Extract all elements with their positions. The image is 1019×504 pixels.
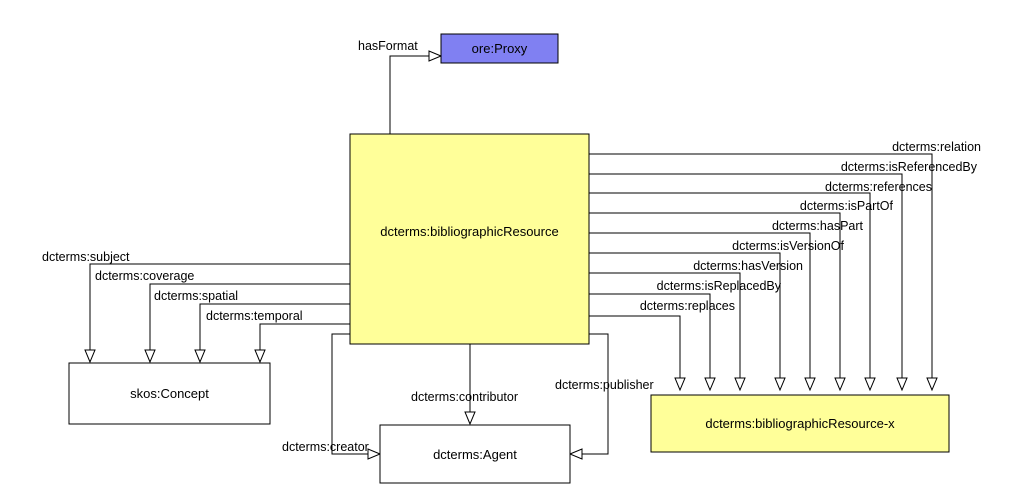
node-proxy-box [440,33,559,64]
arrow-has-part [804,377,816,392]
edge-has-format [389,55,430,134]
edge-replaces [589,315,681,378]
label-contributor: dcterms:contributor [411,390,518,404]
arrow-has-format [428,50,443,62]
node-bibliographic-resource-x-label: dcterms:bibliographicResource-x [705,416,895,431]
node-skos-concept-box [68,362,271,425]
edge-spatial [199,303,350,350]
label-temporal: dcterms:temporal [206,309,303,323]
node-proxy[interactable]: ore:Proxy [440,33,559,64]
arrow-is-version-of [774,377,786,392]
arrow-creator [367,448,382,460]
node-skos-concept[interactable]: skos:Concept [68,362,271,425]
label-is-part-of: dcterms:isPartOf [800,199,894,213]
edge-temporal [259,323,350,350]
arrow-is-referenced-by [896,377,908,392]
edge-subject [89,263,350,350]
label-subject: dcterms:subject [42,250,130,264]
node-agent-label: dcterms:Agent [433,447,517,462]
arrow-replaces [674,377,686,392]
arrow-references [864,377,876,392]
node-bibliographic-resource-x[interactable]: dcterms:bibliographicResource-x [650,394,950,453]
node-bibliographic-resource-x-box [650,394,950,453]
arrow-publisher [568,448,583,460]
edge-has-part [589,232,811,378]
arrow-spatial [194,349,206,364]
edge-is-referenced-by [589,173,903,378]
arrow-temporal [254,349,266,364]
arrow-subject [84,349,96,364]
edge-is-replaced-by [589,293,711,378]
label-references: dcterms:references [825,180,932,194]
label-creator: dcterms:creator [282,440,369,454]
label-coverage: dcterms:coverage [95,269,194,283]
node-agent-box [379,424,571,484]
arrow-has-version [734,377,746,392]
arrow-is-replaced-by [704,377,716,392]
label-has-format: hasFormat [358,39,418,53]
arrow-relation [926,377,938,392]
edge-has-version [589,272,741,378]
arrow-coverage [144,349,156,364]
label-spatial: dcterms:spatial [154,289,238,303]
edge-is-part-of [589,212,841,378]
node-skos-concept-label: skos:Concept [130,386,209,401]
label-is-replaced-by: dcterms:isReplacedBy [657,279,782,293]
label-has-version: dcterms:hasVersion [693,259,803,273]
arrow-contributor [464,411,476,426]
label-has-part: dcterms:hasPart [772,219,864,233]
arrow-is-part-of [834,377,846,392]
node-proxy-label: ore:Proxy [472,41,528,56]
edge-is-version-of [589,252,781,378]
node-bibliographic-resource-box [349,133,590,345]
edge-creator [331,333,368,455]
node-bibliographic-resource[interactable]: dcterms:bibliographicResource [349,133,590,345]
label-is-version-of: dcterms:isVersionOf [732,239,844,253]
label-publisher: dcterms:publisher [555,378,654,392]
edge-publisher [582,333,609,455]
edge-references [589,192,871,378]
label-replaces: dcterms:replaces [640,299,735,313]
edge-coverage [149,283,350,350]
node-agent[interactable]: dcterms:Agent [379,424,571,484]
label-relation: dcterms:relation [892,140,981,154]
label-is-referenced-by: dcterms:isReferencedBy [841,160,978,174]
node-bibliographic-resource-label: dcterms:bibliographicResource [380,224,558,239]
edge-relation [589,153,933,378]
